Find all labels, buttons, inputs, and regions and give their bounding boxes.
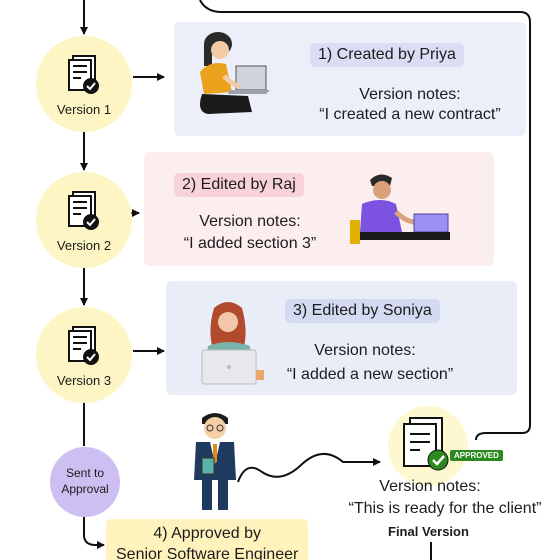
- document-check-icon: [68, 326, 99, 365]
- final-notes-text: “This is ready for the client”: [348, 500, 542, 517]
- version-3-label: Version 3: [56, 373, 112, 388]
- approval-line-2: Senior Software Engineer: [116, 546, 299, 560]
- step-2-panel: [144, 152, 494, 266]
- version-1-label: Version 1: [56, 102, 112, 117]
- step-1-notes-text: “I created a new contract”: [319, 106, 501, 123]
- sent-to-approval-line-1: Sent to: [65, 466, 105, 480]
- step-2-notes-heading: Version notes:: [199, 213, 301, 230]
- version-3-circle: Version 3: [36, 307, 132, 403]
- document-check-icon: [68, 191, 99, 230]
- step-2-title: 2) Edited by Raj: [174, 173, 304, 197]
- man-laptop-illustration: [350, 174, 450, 244]
- final-version-circle: [388, 406, 468, 486]
- version-2-label: Version 2: [56, 238, 112, 253]
- step-1-notes-heading: Version notes:: [359, 86, 461, 103]
- step-1-title: 1) Created by Priya: [310, 43, 464, 67]
- final-notes-heading: Version notes:: [379, 478, 481, 495]
- step-2-notes-text: “I added section 3”: [183, 235, 317, 252]
- approved-document-icon: [403, 417, 449, 471]
- document-check-icon: [68, 55, 99, 94]
- step-3-title: 3) Edited by Soniya: [285, 299, 440, 323]
- step-3-notes-text: “I added a new section”: [286, 366, 454, 383]
- approved-badge: APPROVED: [450, 450, 503, 461]
- version-2-circle: Version 2: [36, 172, 132, 268]
- step-1-panel: [174, 22, 526, 136]
- step-3-notes-heading: Version notes:: [314, 342, 416, 359]
- businessman-illustration: [194, 413, 236, 510]
- sent-to-approval-circle: Sent to Approval: [50, 447, 120, 517]
- final-version-label: Final Version: [388, 524, 469, 539]
- version-1-circle: Version 1: [36, 36, 132, 132]
- sent-to-approval-line-2: Approval: [61, 482, 109, 496]
- approval-box: 4) Approved by Senior Software Engineer: [106, 519, 309, 560]
- approval-line-1: 4) Approved by: [153, 525, 261, 542]
- woman-laptop-illustration: [200, 32, 270, 114]
- woman-desk-illustration: [201, 302, 264, 385]
